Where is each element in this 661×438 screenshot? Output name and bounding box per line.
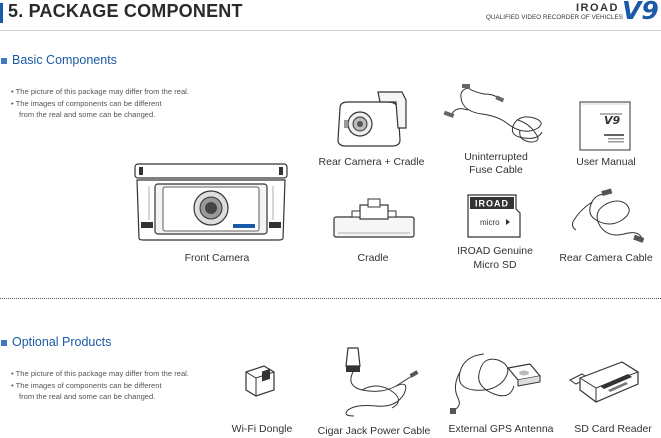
header-divider bbox=[0, 30, 661, 31]
wifi-dongle-image bbox=[245, 365, 275, 397]
cigar-jack-cable-image bbox=[345, 347, 419, 417]
micro-sd-logo: micro bbox=[480, 218, 500, 227]
caption-fuse-cable-line1: Uninterrupted bbox=[464, 151, 528, 163]
front-camera-image bbox=[134, 163, 288, 241]
micro-sd-label: IROAD bbox=[475, 199, 509, 209]
fuse-cable-image bbox=[443, 84, 543, 143]
caption-gps-antenna: External GPS Antenna bbox=[448, 423, 554, 435]
brand-tagline: QUALIFIED VIDEO RECORDER OF VEHICLES bbox=[486, 14, 623, 21]
basic-note-2: • The images of components can be differ… bbox=[11, 99, 162, 108]
page-header: 5. PACKAGE COMPONENT IROAD QUALIFIED VID… bbox=[0, 0, 661, 32]
basic-components-title: Basic Components bbox=[12, 53, 117, 67]
user-manual-image: V9 bbox=[579, 101, 631, 151]
section-marker bbox=[1, 340, 7, 346]
caption-user-manual: User Manual bbox=[576, 156, 636, 168]
caption-cradle: Cradle bbox=[357, 252, 389, 264]
brand-logo: IROAD bbox=[576, 2, 619, 14]
sd-card-reader-image bbox=[569, 361, 639, 403]
caption-front-camera: Front Camera bbox=[184, 252, 250, 264]
rear-camera-cradle-image bbox=[337, 91, 407, 147]
rear-camera-cable-image bbox=[571, 188, 645, 243]
caption-wifi-dongle: Wi-Fi Dongle bbox=[231, 423, 293, 435]
caption-rear-camera-cradle: Rear Camera + Cradle bbox=[318, 156, 425, 168]
optional-note-1: • The picture of this package may differ… bbox=[11, 369, 189, 378]
optional-note-2: • The images of components can be differ… bbox=[11, 381, 162, 390]
section-marker bbox=[1, 58, 7, 64]
caption-rear-camera-cable: Rear Camera Cable bbox=[559, 252, 653, 264]
page-title: 5. PACKAGE COMPONENT bbox=[8, 1, 243, 21]
caption-micro-sd-line1: IROAD Genuine bbox=[457, 245, 533, 257]
gps-antenna-image bbox=[450, 353, 542, 414]
optional-products-title: Optional Products bbox=[12, 335, 112, 349]
caption-micro-sd-line2: Micro SD bbox=[473, 259, 517, 271]
caption-fuse-cable-line2: Fuse Cable bbox=[469, 164, 523, 176]
cradle-image bbox=[333, 198, 415, 238]
basic-note-1: • The picture of this package may differ… bbox=[11, 87, 189, 96]
caption-cigar-jack-cable: Cigar Jack Power Cable bbox=[317, 425, 431, 437]
model-logo: V9 bbox=[622, 0, 659, 25]
basic-note-3: from the real and some can be changed. bbox=[19, 110, 156, 119]
caption-sd-card-reader: SD Card Reader bbox=[574, 423, 652, 435]
header-accent-bar bbox=[0, 3, 3, 23]
micro-sd-image: IROAD micro bbox=[467, 194, 521, 238]
optional-note-3: from the real and some can be changed. bbox=[19, 392, 156, 401]
manual-cover-text: V9 bbox=[604, 114, 621, 127]
section-divider bbox=[0, 298, 661, 299]
